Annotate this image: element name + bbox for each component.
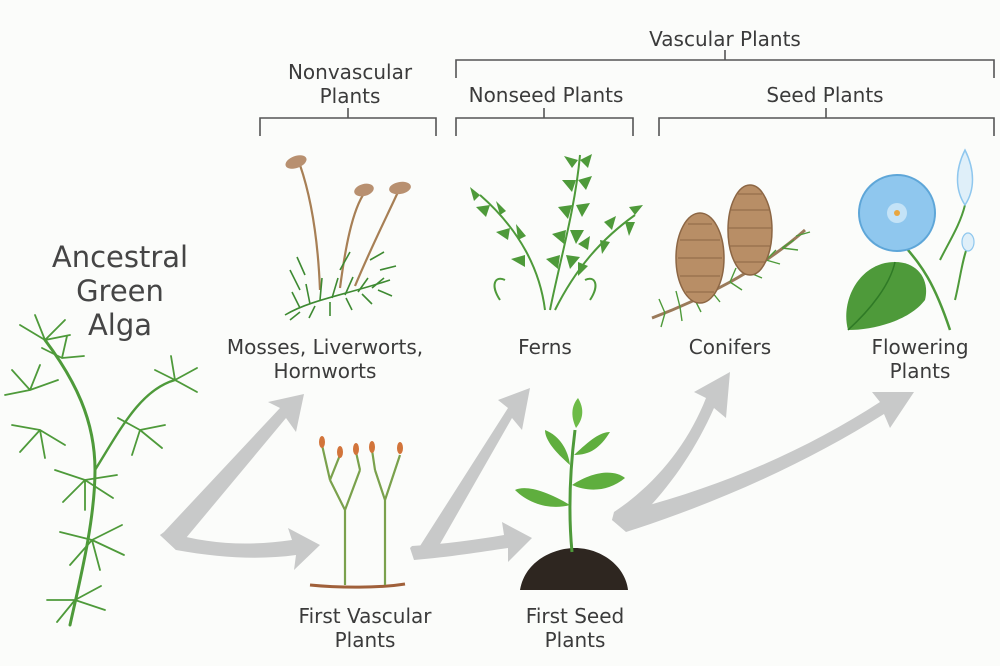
first-seed-illustration <box>515 398 628 590</box>
first-vascular-label: First Vascular Plants <box>298 604 432 652</box>
ferns-label: Ferns <box>518 335 572 359</box>
arrow-vascular-to-seed <box>410 522 532 562</box>
bracket-vascular <box>455 50 995 78</box>
fern-illustration <box>470 154 643 311</box>
moss-illustration <box>284 155 411 321</box>
mosses-label: Mosses, Liverworts, Hornworts <box>226 335 424 383</box>
bracket-nonvascular <box>259 108 437 136</box>
arrow-alga-to-mosses <box>160 394 304 550</box>
evolution-arrows <box>160 372 914 570</box>
bracket-seed <box>658 108 995 136</box>
bracket-nonseed <box>455 108 634 136</box>
first-seed-label: First Seed Plants <box>525 604 625 652</box>
group-label-nonseed: Nonseed Plants <box>468 83 624 107</box>
alga-illustration <box>4 314 198 627</box>
flowering-plant-illustration <box>846 148 975 331</box>
group-brackets <box>259 50 995 136</box>
conifer-illustration <box>651 184 811 328</box>
arrow-alga-to-first-vascular <box>160 528 320 570</box>
group-label-seed: Seed Plants <box>766 83 884 107</box>
group-label-nonvascular: Nonvascular Plants <box>287 60 413 108</box>
arrow-vascular-to-ferns <box>418 388 530 558</box>
arrow-seed-to-conifers <box>612 372 730 530</box>
conifers-label: Conifers <box>688 335 772 359</box>
ancestral-alga-label: Ancestral Green Alga <box>51 240 189 342</box>
flowering-plants-label: Flowering Plants <box>871 335 969 383</box>
arrow-seed-to-flowering <box>612 392 914 532</box>
group-label-vascular: Vascular Plants <box>649 27 801 51</box>
first-vascular-illustration <box>309 436 406 589</box>
